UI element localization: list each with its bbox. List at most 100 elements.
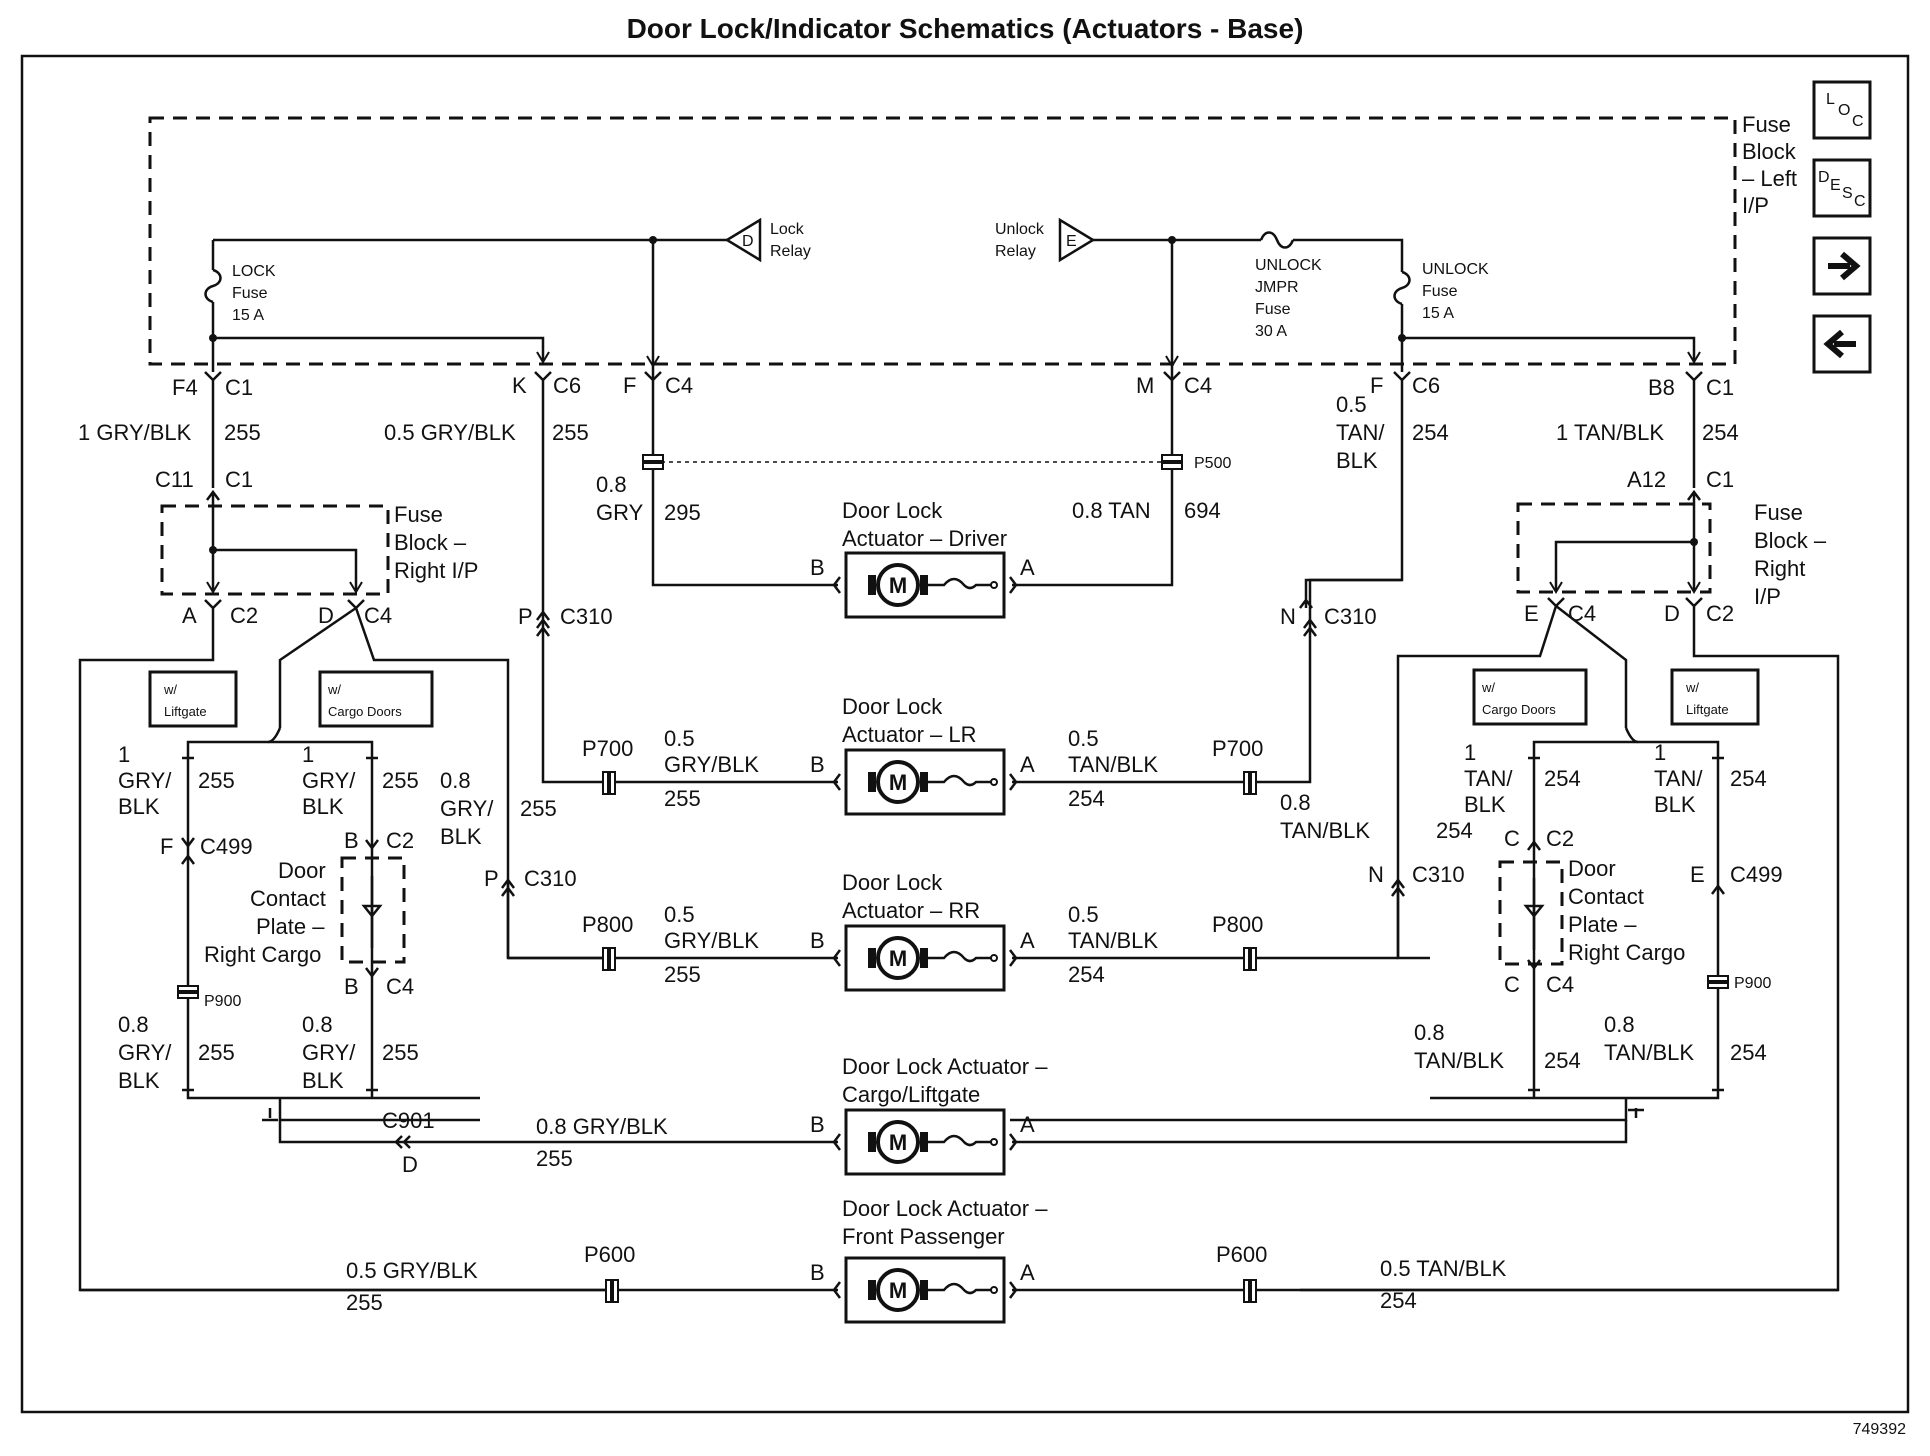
svg-text:Plate –: Plate – bbox=[256, 914, 325, 939]
svg-text:TAN/BLK: TAN/BLK bbox=[1068, 752, 1158, 777]
svg-text:254: 254 bbox=[1730, 1040, 1767, 1065]
svg-text:A: A bbox=[182, 603, 197, 628]
lr-actuator-pin-a: A bbox=[1020, 752, 1035, 777]
svg-text:D: D bbox=[402, 1152, 418, 1177]
figure-id: 749392 bbox=[1853, 1421, 1906, 1438]
fuse-block-internal-wiring bbox=[204, 231, 1701, 385]
svg-text:0.8: 0.8 bbox=[1414, 1020, 1445, 1045]
svg-text:L: L bbox=[1826, 91, 1835, 108]
front-passenger-actuator-pin-b: B bbox=[810, 1260, 825, 1285]
loc-icon[interactable]: LOC bbox=[1812, 80, 1872, 140]
top-wire-labels: 1 GRY/BLK 255 0.5 GRY/BLK 255 0.5 TAN/ B… bbox=[78, 392, 1739, 525]
driver-actuator-title: Door Lock bbox=[842, 498, 943, 523]
linkage-icon bbox=[928, 1134, 992, 1147]
svg-text:Contact: Contact bbox=[1568, 884, 1644, 909]
lr-actuator-pin-b: B bbox=[810, 752, 825, 777]
svg-text:P800: P800 bbox=[582, 912, 633, 937]
svg-text:w/: w/ bbox=[327, 682, 341, 697]
svg-text:GRY/: GRY/ bbox=[302, 768, 356, 793]
svg-text:C: C bbox=[1504, 826, 1520, 851]
right-harness-labels: 1 TAN/ BLK 254 1 TAN/ BLK 254 C C2 C C4 … bbox=[1414, 740, 1783, 1073]
svg-text:Fuse: Fuse bbox=[394, 502, 443, 527]
svg-text:694: 694 bbox=[1184, 498, 1221, 523]
svg-text:C: C bbox=[1852, 113, 1864, 130]
svg-text:C2: C2 bbox=[230, 603, 258, 628]
svg-text:254: 254 bbox=[1380, 1288, 1417, 1313]
svg-text:C4: C4 bbox=[364, 603, 392, 628]
svg-text:Cargo Doors: Cargo Doors bbox=[328, 704, 402, 719]
svg-text:GRY/: GRY/ bbox=[440, 796, 494, 821]
svg-text:BLK: BLK bbox=[302, 794, 344, 819]
svg-text:P700: P700 bbox=[582, 736, 633, 761]
linkage-icon bbox=[928, 577, 992, 590]
cargo-liftgate-actuator-brush bbox=[868, 1132, 876, 1152]
svg-text:C499: C499 bbox=[200, 834, 253, 859]
right-harness bbox=[1010, 727, 1729, 1122]
svg-text:E: E bbox=[1690, 862, 1705, 887]
svg-text:255: 255 bbox=[552, 420, 589, 445]
svg-text:D: D bbox=[1664, 601, 1680, 626]
prev-arrow-icon[interactable] bbox=[1812, 314, 1872, 374]
driver-actuator-wiring bbox=[642, 385, 1183, 587]
svg-text:0.5 GRY/BLK: 0.5 GRY/BLK bbox=[384, 420, 516, 445]
svg-text:M: M bbox=[1136, 373, 1154, 398]
svg-text:Liftgate: Liftgate bbox=[1686, 702, 1729, 717]
svg-text:254: 254 bbox=[1730, 766, 1767, 791]
svg-text:I/P: I/P bbox=[1754, 584, 1781, 609]
svg-text:1: 1 bbox=[1464, 740, 1476, 765]
svg-text:P: P bbox=[518, 604, 533, 629]
svg-text:C6: C6 bbox=[553, 373, 581, 398]
svg-text:GRY/: GRY/ bbox=[302, 1040, 356, 1065]
svg-text:P600: P600 bbox=[584, 1242, 635, 1267]
front-passenger-actuator-title: Door Lock Actuator – bbox=[842, 1196, 1048, 1221]
svg-text:Lock: Lock bbox=[770, 221, 805, 238]
svg-text:0.8: 0.8 bbox=[440, 768, 471, 793]
svg-text:C4: C4 bbox=[386, 974, 414, 999]
svg-text:255: 255 bbox=[224, 420, 261, 445]
c310-left: P C310 P C310 bbox=[484, 604, 613, 958]
diagram-frame bbox=[20, 54, 1910, 1414]
svg-text:N: N bbox=[1368, 862, 1384, 887]
motor-icon bbox=[876, 1268, 920, 1312]
lr-actuator-subtitle: Actuator – LR bbox=[842, 722, 977, 747]
svg-text:30 A: 30 A bbox=[1255, 323, 1287, 340]
unlock-relay: E Unlock Relay bbox=[995, 217, 1096, 263]
svg-text:255: 255 bbox=[664, 962, 701, 987]
svg-text:C11: C11 bbox=[155, 467, 194, 492]
next-arrow-icon[interactable] bbox=[1812, 236, 1872, 296]
left-harness-labels: 1 GRY/ BLK 255 1 GRY/ BLK 255 0.8 GRY/ B… bbox=[118, 742, 557, 1093]
svg-text:D: D bbox=[1818, 169, 1830, 186]
svg-text:Right Cargo: Right Cargo bbox=[204, 942, 321, 967]
option-liftgate-right: w/ Liftgate bbox=[1670, 668, 1760, 726]
front-passenger-actuator-subtitle: Front Passenger bbox=[842, 1224, 1005, 1249]
svg-text:295: 295 bbox=[664, 500, 701, 525]
front-passenger-wiring: P600 P600 0.5 GRY/BLK 255 0.5 TAN/BLK 25… bbox=[80, 1242, 1838, 1315]
svg-text:D: D bbox=[318, 603, 334, 628]
cargo-liftgate-actuator-pins bbox=[832, 1133, 1018, 1151]
svg-text:Cargo Doors: Cargo Doors bbox=[1482, 702, 1556, 717]
svg-text:1: 1 bbox=[1654, 740, 1666, 765]
rr-actuator-subtitle: Actuator – RR bbox=[842, 898, 980, 923]
svg-text:0.8: 0.8 bbox=[1604, 1012, 1635, 1037]
svg-text:254: 254 bbox=[1436, 818, 1473, 843]
svg-text:P900: P900 bbox=[204, 993, 241, 1010]
svg-text:1 TAN/BLK: 1 TAN/BLK bbox=[1556, 420, 1664, 445]
svg-text:0.8: 0.8 bbox=[1280, 790, 1311, 815]
unlock-jmpr-fuse-label: UNLOCK JMPR Fuse 30 A bbox=[1255, 257, 1322, 340]
svg-text:254: 254 bbox=[1702, 420, 1739, 445]
motor-icon bbox=[876, 936, 920, 980]
svg-text:254: 254 bbox=[1544, 1048, 1581, 1073]
driver-actuator-brush bbox=[868, 575, 876, 595]
svg-text:0.5: 0.5 bbox=[664, 726, 695, 751]
svg-text:Door: Door bbox=[278, 858, 326, 883]
svg-text:P500: P500 bbox=[1194, 455, 1231, 472]
svg-text:P800: P800 bbox=[1212, 912, 1263, 937]
svg-text:Liftgate: Liftgate bbox=[164, 704, 207, 719]
svg-text:BLK: BLK bbox=[1336, 448, 1378, 473]
svg-text:Right Cargo: Right Cargo bbox=[1568, 940, 1685, 965]
svg-text:GRY/: GRY/ bbox=[118, 768, 172, 793]
svg-text:BLK: BLK bbox=[302, 1068, 344, 1093]
